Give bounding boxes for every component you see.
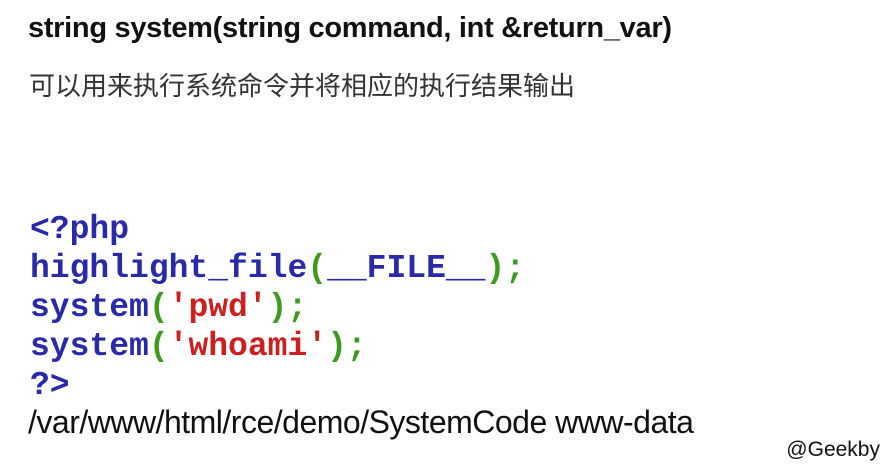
function-description: 可以用来执行系统命令并将相应的执行结果输出	[29, 72, 576, 102]
open-paren: (	[148, 328, 169, 365]
code-line-php-close: ?>	[30, 366, 525, 405]
string-argument: 'pwd'	[168, 289, 268, 326]
php-open-tag: <?php	[30, 211, 130, 248]
function-name: highlight_file	[30, 250, 308, 287]
open-paren: (	[307, 250, 328, 287]
close-paren-semicolon: );	[327, 328, 367, 365]
close-paren-semicolon: );	[485, 250, 526, 287]
function-name: system	[30, 328, 149, 365]
function-name: system	[30, 289, 149, 326]
file-constant: __FILE__	[327, 250, 486, 287]
code-line-highlight-file: highlight_file(__FILE__);	[30, 249, 525, 288]
php-close-tag: ?>	[30, 367, 70, 404]
code-line-system-whoami: system('whoami');	[30, 327, 525, 366]
close-paren-semicolon: );	[267, 289, 308, 326]
open-paren: (	[148, 289, 169, 326]
watermark: @Geekby	[786, 438, 880, 461]
command-output: /var/www/html/rce/demo/SystemCode www-da…	[28, 404, 694, 440]
string-argument: 'whoami'	[168, 328, 328, 365]
function-signature: string system(string command, int &retur…	[28, 12, 672, 44]
code-line-system-pwd: system('pwd');	[30, 288, 525, 327]
code-line-php-open: <?php	[30, 210, 525, 249]
